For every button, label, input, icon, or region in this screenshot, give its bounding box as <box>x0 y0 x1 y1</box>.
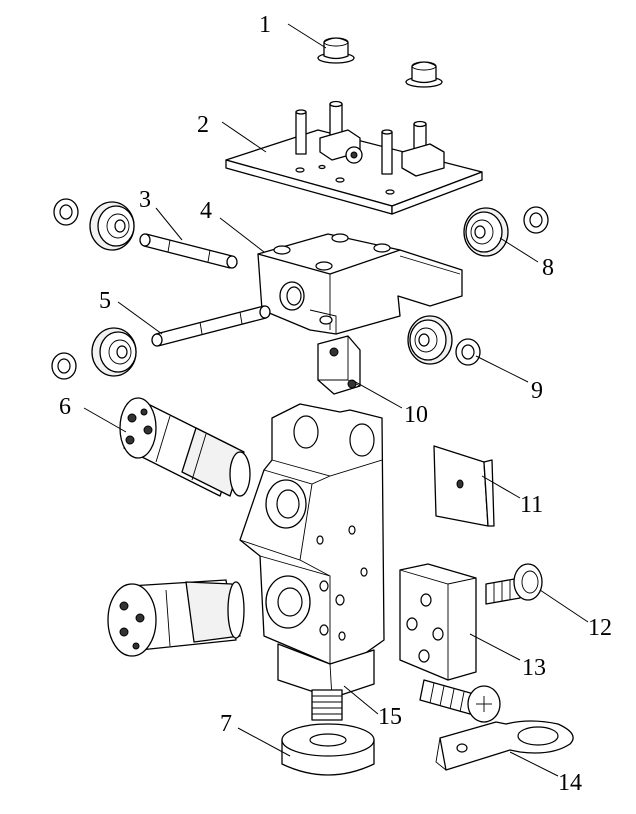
part-13-block <box>399 563 477 681</box>
leader-7 <box>237 727 291 757</box>
part-10-link <box>317 335 361 395</box>
part-4-housing <box>257 233 463 335</box>
callout-7: 7 <box>220 711 232 737</box>
callout-labels: 1 2 3 4 5 6 7 8 9 10 11 12 13 14 15 <box>59 12 612 796</box>
part-8-bearing <box>463 206 549 257</box>
callout-3: 3 <box>139 187 151 213</box>
callout-6: 6 <box>59 394 71 420</box>
part-1-cap-left <box>317 37 355 64</box>
leader-10 <box>351 379 403 409</box>
callout-8: 8 <box>542 255 554 281</box>
callout-9: 9 <box>531 378 543 404</box>
callout-5: 5 <box>99 288 111 314</box>
part-7-puck <box>281 723 375 776</box>
leader-3 <box>155 207 183 241</box>
leader-5 <box>117 301 163 335</box>
leader-4 <box>219 217 265 253</box>
part-12-screw <box>485 563 543 605</box>
leader-13 <box>469 633 521 661</box>
phillips-screw <box>419 679 501 723</box>
callout-11: 11 <box>520 492 543 518</box>
leader-12 <box>539 589 589 623</box>
callout-14: 14 <box>558 770 582 796</box>
callout-10: 10 <box>404 402 428 428</box>
part-6-cartridge <box>119 397 251 497</box>
callout-2: 2 <box>197 112 209 138</box>
bearing-lower-left <box>51 327 137 380</box>
leader-lines <box>83 23 589 777</box>
valve-cartridge-lower <box>107 579 245 657</box>
leader-14 <box>509 751 559 777</box>
leader-1 <box>287 23 327 49</box>
leader-9 <box>475 355 529 383</box>
callout-4: 4 <box>200 198 212 224</box>
main-body <box>239 403 385 699</box>
part-15-thread <box>311 689 343 721</box>
part-5-pin <box>151 305 271 347</box>
part-1-cap-right <box>405 61 443 88</box>
leader-2 <box>221 121 267 153</box>
part-14-lug <box>435 720 574 771</box>
bearing-upper-left <box>53 198 135 251</box>
callout-13: 13 <box>522 655 546 681</box>
part-9-bearing <box>407 315 481 366</box>
callout-1: 1 <box>259 12 271 38</box>
part-3-pin <box>139 233 238 269</box>
leader-11 <box>481 475 521 499</box>
leader-8 <box>499 237 539 263</box>
part-11-plate <box>433 445 495 527</box>
callout-12: 12 <box>588 615 612 641</box>
part-2-plate <box>225 100 483 215</box>
leader-15 <box>343 685 379 715</box>
leader-6 <box>83 407 127 433</box>
callout-15: 15 <box>378 704 402 730</box>
